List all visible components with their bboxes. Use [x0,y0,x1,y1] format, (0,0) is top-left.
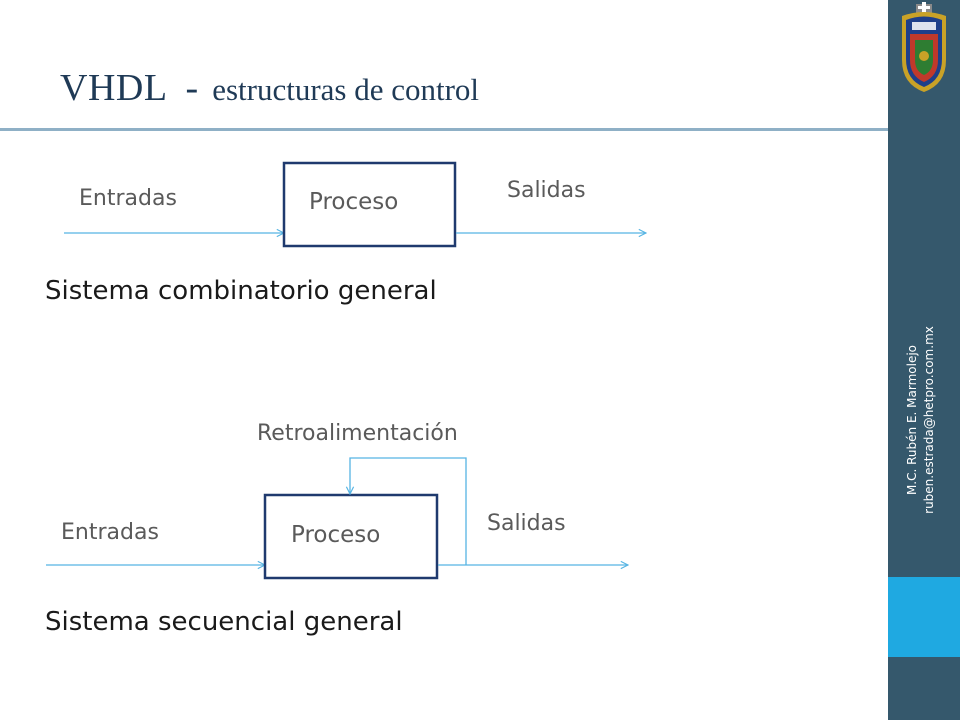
sidebar-accent-block [888,577,960,657]
sequential-process-box [263,493,439,580]
author-name: M.C. Rubén E. Marmolejo [905,344,919,496]
page-title: VHDL-estructuras de control [60,66,479,110]
author-email: ruben.estrada@hetpro.com.mx [922,326,936,514]
sequential-process-label: Proceso [291,522,381,548]
combinational-caption: Sistema combinatorio general [45,276,437,306]
combinational-inputs-label: Entradas [79,186,177,211]
university-crest-icon [902,2,946,92]
title-subtitle: estructuras de control [212,72,480,107]
title-divider [0,128,888,131]
feedback-loop-arrow [350,457,467,565]
sequential-outputs-label: Salidas [487,511,566,536]
combinational-outputs-label: Salidas [507,178,586,203]
feedback-label: Retroalimentación [257,421,458,446]
sequential-caption: Sistema secuencial general [45,607,403,637]
combinational-process-label: Proceso [309,189,399,215]
author-credit: M.C. Rubén E. Marmolejo ruben.estrada@he… [904,260,944,580]
combinational-process-box [282,161,457,248]
sequential-inputs-label: Entradas [61,520,159,545]
diagrams-canvas [46,161,888,580]
title-dash: - [185,67,199,109]
title-main: VHDL [60,67,168,109]
